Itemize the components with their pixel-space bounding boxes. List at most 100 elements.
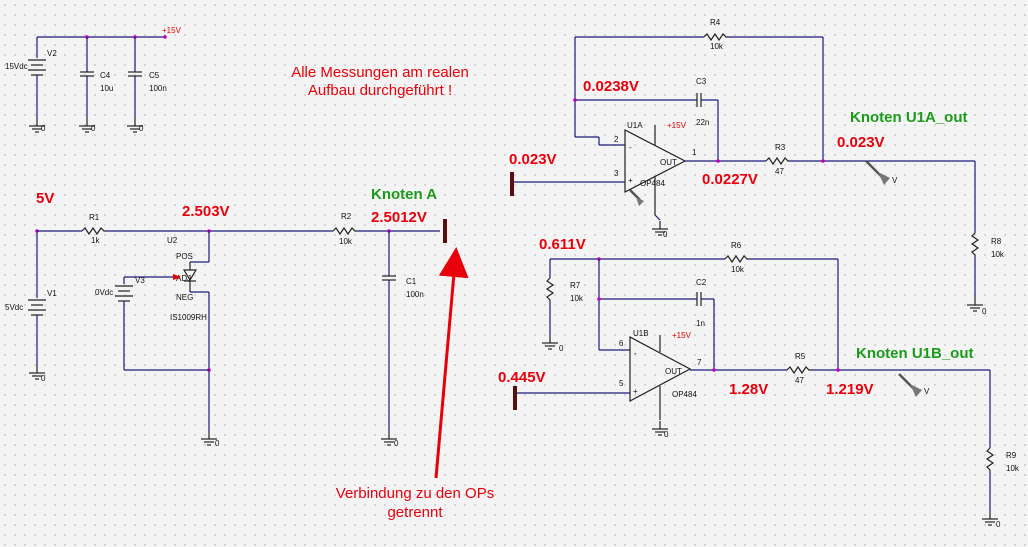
supply-rail-label: +15V [162, 26, 182, 35]
u1a-pin-out: 1 [692, 148, 697, 157]
svg-text:-: - [629, 143, 632, 152]
u2-pos: POS [176, 252, 193, 261]
svg-text:-: - [634, 349, 637, 358]
gnd-label-u2: 0 [215, 439, 220, 448]
gnd-label-v2: 0 [41, 124, 46, 133]
c2-name: C2 [696, 278, 707, 287]
u1b-pin-out: 7 [697, 358, 702, 367]
u1b-name: U1B [633, 329, 649, 338]
meas-u1a-out: 0.0227V [702, 171, 758, 188]
meas-u1b-node: 1.219V [826, 381, 874, 398]
u1b-part: OP484 [672, 390, 697, 399]
r7-name: R7 [570, 281, 581, 290]
r9-name: R9 [1006, 451, 1017, 460]
v1-value: 5Vdc [5, 303, 23, 312]
gnd-label-u1b: 0 [664, 430, 669, 439]
c4-name: C4 [100, 71, 111, 80]
c5-value: 100n [149, 84, 167, 93]
r4-name: R4 [710, 18, 721, 27]
knoten-a-terminal [443, 219, 447, 243]
u2-neg: NEG [176, 293, 193, 302]
meas-v1-in: 5V [36, 190, 54, 207]
u1a-part: OP484 [640, 179, 665, 188]
probe-u1b-label: V [924, 387, 930, 396]
gnd-label-c5: 0 [139, 124, 144, 133]
note-arrow [434, 247, 469, 479]
u1a-input-terminal [510, 172, 514, 196]
u1b-pin-inv: 6 [619, 339, 624, 348]
meas-knoten-a: 2.5012V [371, 209, 427, 226]
u1a-pin-inv: 2 [614, 135, 619, 144]
c1-name: C1 [406, 277, 417, 286]
meas-ref-out: 2.503V [182, 203, 230, 220]
node-label-u1a: Knoten U1A_out [850, 109, 968, 126]
r1-value: 1k [91, 236, 100, 245]
meas-u1a-node: 0.023V [837, 134, 885, 151]
v3-value: 0Vdc [95, 288, 113, 297]
c1-value: 100n [406, 290, 424, 299]
r7-value: 10k [570, 294, 584, 303]
note-separated-line2: getrennt [387, 504, 443, 521]
c5-name: C5 [149, 71, 160, 80]
u2-adj: ADJ [176, 274, 191, 283]
r8-name: R8 [991, 237, 1002, 246]
r5-name: R5 [795, 352, 806, 361]
u1b-block: R6 10k R7 10k 0 C2 1n - + OUT 6 5 7 U1B … [513, 241, 1020, 529]
r3-name: R3 [775, 143, 786, 152]
c3-name: C3 [696, 77, 707, 86]
meas-u1b-fb: 0.611V [539, 236, 586, 253]
u1a-pin-noninv: 3 [614, 169, 619, 178]
r9-value: 10k [1006, 464, 1020, 473]
gnd-label-r8: 0 [982, 307, 987, 316]
u1b-supply: +15V [672, 331, 692, 340]
note-measurements-line2: Aufbau durchgeführt ! [308, 82, 452, 99]
node-label-u1b: Knoten U1B_out [856, 345, 974, 362]
probe-u1a-label: V [892, 176, 898, 185]
c2-value: 1n [696, 319, 705, 328]
svg-text:+: + [633, 387, 638, 396]
note-measurements-line1: Alle Messungen am realen [291, 64, 469, 81]
svg-text:+: + [628, 176, 633, 185]
gnd-label-c4: 0 [91, 124, 96, 133]
u1b-input-terminal [513, 386, 517, 410]
meas-u1b-in: 0.445V [498, 369, 546, 386]
u1a-supply: +15V [667, 121, 687, 130]
v2-name: V2 [47, 49, 57, 58]
gnd-label-r7: 0 [559, 344, 564, 353]
u2-name: U2 [167, 236, 178, 245]
reference-block: V1 5Vdc 0 R1 1k U2 POS ADJ NEG IS1009RH … [5, 212, 447, 448]
v3-name: V3 [135, 276, 145, 285]
r6-value: 10k [731, 265, 745, 274]
r1-name: R1 [89, 213, 100, 222]
gnd-label-c1: 0 [394, 439, 399, 448]
measurement-labels: 5V 2.503V 2.5012V 0.0238V 0.023V 0.0227V… [36, 78, 885, 398]
node-labels: Knoten A Knoten U1A_out Knoten U1B_out [371, 109, 974, 362]
gnd-label-u1a: 0 [663, 230, 668, 239]
r5-value: 47 [795, 376, 804, 385]
gnd-label-v1: 0 [41, 374, 46, 383]
supply-block: +15V V2 15Vdc 0 C4 10u 0 C5 100n 0 [5, 26, 182, 133]
v1-name: V1 [47, 289, 57, 298]
r2-name: R2 [341, 212, 352, 221]
meas-u1b-out: 1.28V [729, 381, 768, 398]
meas-u1a-fb: 0.0238V [583, 78, 639, 95]
u1a-name: U1A [627, 121, 643, 130]
u1a-out-label: OUT [660, 158, 677, 167]
gnd-label-r9: 0 [996, 520, 1001, 529]
u2-part: IS1009RH [170, 313, 207, 322]
r8-value: 10k [991, 250, 1005, 259]
r2-value: 10k [339, 237, 353, 246]
r6-name: R6 [731, 241, 742, 250]
r4-value: 10k [710, 42, 724, 51]
r3-value: 47 [775, 167, 784, 176]
meas-u1a-in: 0.023V [509, 151, 557, 168]
u1a-block: R4 10k C3 22n - + OUT 2 3 1 U1A OP484 +1… [510, 18, 1005, 316]
annotation-notes: Alle Messungen am realen Aufbau durchgef… [291, 64, 494, 521]
c4-value: 10u [100, 84, 113, 93]
c3-value: 22n [696, 118, 709, 127]
u1b-pin-noninv: 5 [619, 379, 624, 388]
node-label-knoten-a: Knoten A [371, 186, 437, 203]
note-separated-line1: Verbindung zu den OPs [336, 485, 494, 502]
